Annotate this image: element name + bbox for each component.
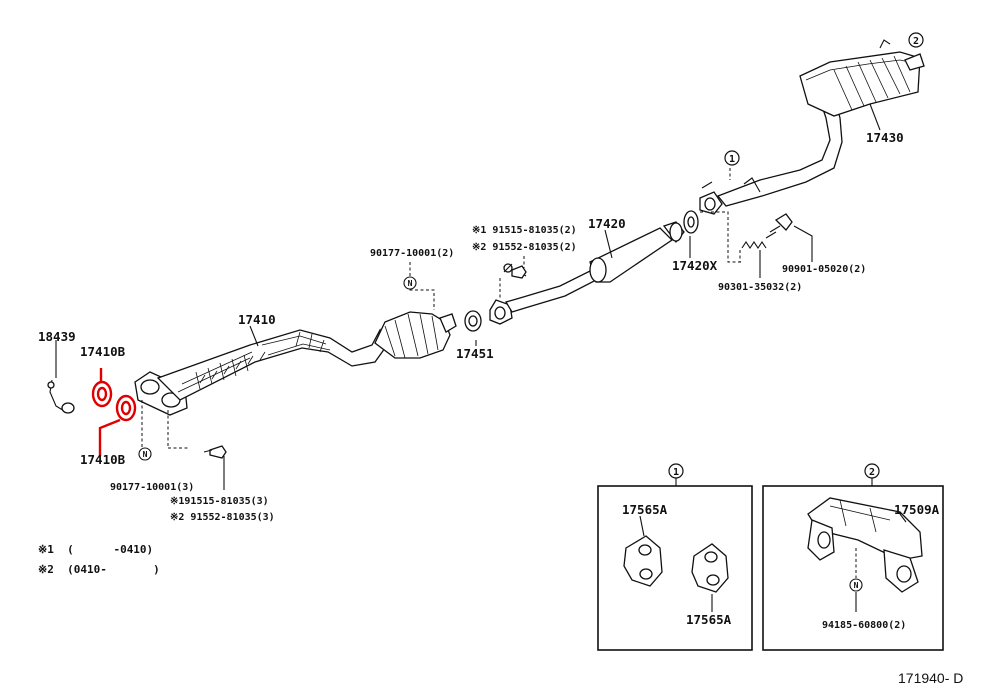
svg-text:N: N (143, 450, 148, 459)
label-18439: 18439 (38, 329, 76, 344)
label-17509a: 17509A (894, 502, 940, 517)
note-2: ※2 (0410- ) (38, 563, 160, 576)
callout-n-mid: N (403, 276, 417, 290)
svg-text:2: 2 (913, 36, 919, 47)
callout-2-main: 2 (908, 32, 924, 48)
label-17410b-top: 17410B (80, 344, 126, 359)
label-90177-mid: 90177-10001(2) (370, 248, 454, 259)
label-91552-mid: ※2 91552-81035(2) (472, 242, 577, 253)
spring-90301 (741, 241, 767, 249)
highlighted-gasket-17410b (91, 368, 137, 456)
label-91515-mid: ※1 91515-81035(2) (472, 225, 577, 236)
center-pipe-17420 (489, 221, 685, 325)
callout-n-front: N (138, 447, 152, 461)
svg-text:2: 2 (869, 467, 875, 478)
callout-1-box: 1 (668, 463, 684, 479)
bracket-17509a (807, 497, 923, 593)
callout-2-box: 2 (864, 463, 880, 479)
leader-lines (55, 103, 881, 490)
detail-box-2 (762, 478, 944, 651)
label-91552-front: ※2 91552-81035(3) (170, 512, 275, 523)
svg-text:1: 1 (729, 154, 735, 165)
label-90901: 90901-05020(2) (782, 264, 866, 275)
rubber-mount-17565a-left (623, 535, 663, 587)
bolt-center (511, 265, 527, 279)
label-90177-front: 90177-10001(3) (110, 482, 194, 493)
label-17420x: 17420X (672, 258, 718, 273)
label-17420: 17420 (588, 216, 626, 231)
label-17565a-top: 17565A (622, 502, 668, 517)
svg-text:1: 1 (673, 467, 679, 478)
svg-text:N: N (854, 581, 859, 590)
bolt-90901 (765, 213, 793, 239)
detail-box-1 (597, 478, 753, 651)
label-17451: 17451 (456, 346, 494, 361)
label-91515-front: ※191515-81035(3) (170, 496, 269, 507)
callout-n-box: N (849, 578, 863, 592)
label-17410: 17410 (238, 312, 276, 327)
note-1: ※1 ( -0410) (38, 543, 153, 556)
label-17410b-bottom: 17410B (80, 452, 126, 467)
bolt-front (203, 445, 227, 459)
front-exhaust-pipe-17410 (134, 328, 386, 416)
figure-id: 171940- D (898, 670, 963, 686)
oxygen-sensor-18439 (47, 379, 75, 414)
svg-text:N: N (408, 279, 413, 288)
gasket-17451 (464, 310, 482, 332)
label-90301: 90301-35032(2) (718, 282, 802, 293)
label-17565a-bottom: 17565A (686, 612, 732, 627)
gasket-17420x (683, 210, 699, 234)
callout-1-main: 1 (724, 150, 740, 166)
rubber-mount-17565a-right (691, 543, 729, 593)
catalytic-converter (374, 311, 457, 359)
tail-pipe-muffler-17430 (699, 39, 925, 215)
label-94185: 94185-60800(2) (822, 620, 906, 631)
label-17430: 17430 (866, 130, 904, 145)
